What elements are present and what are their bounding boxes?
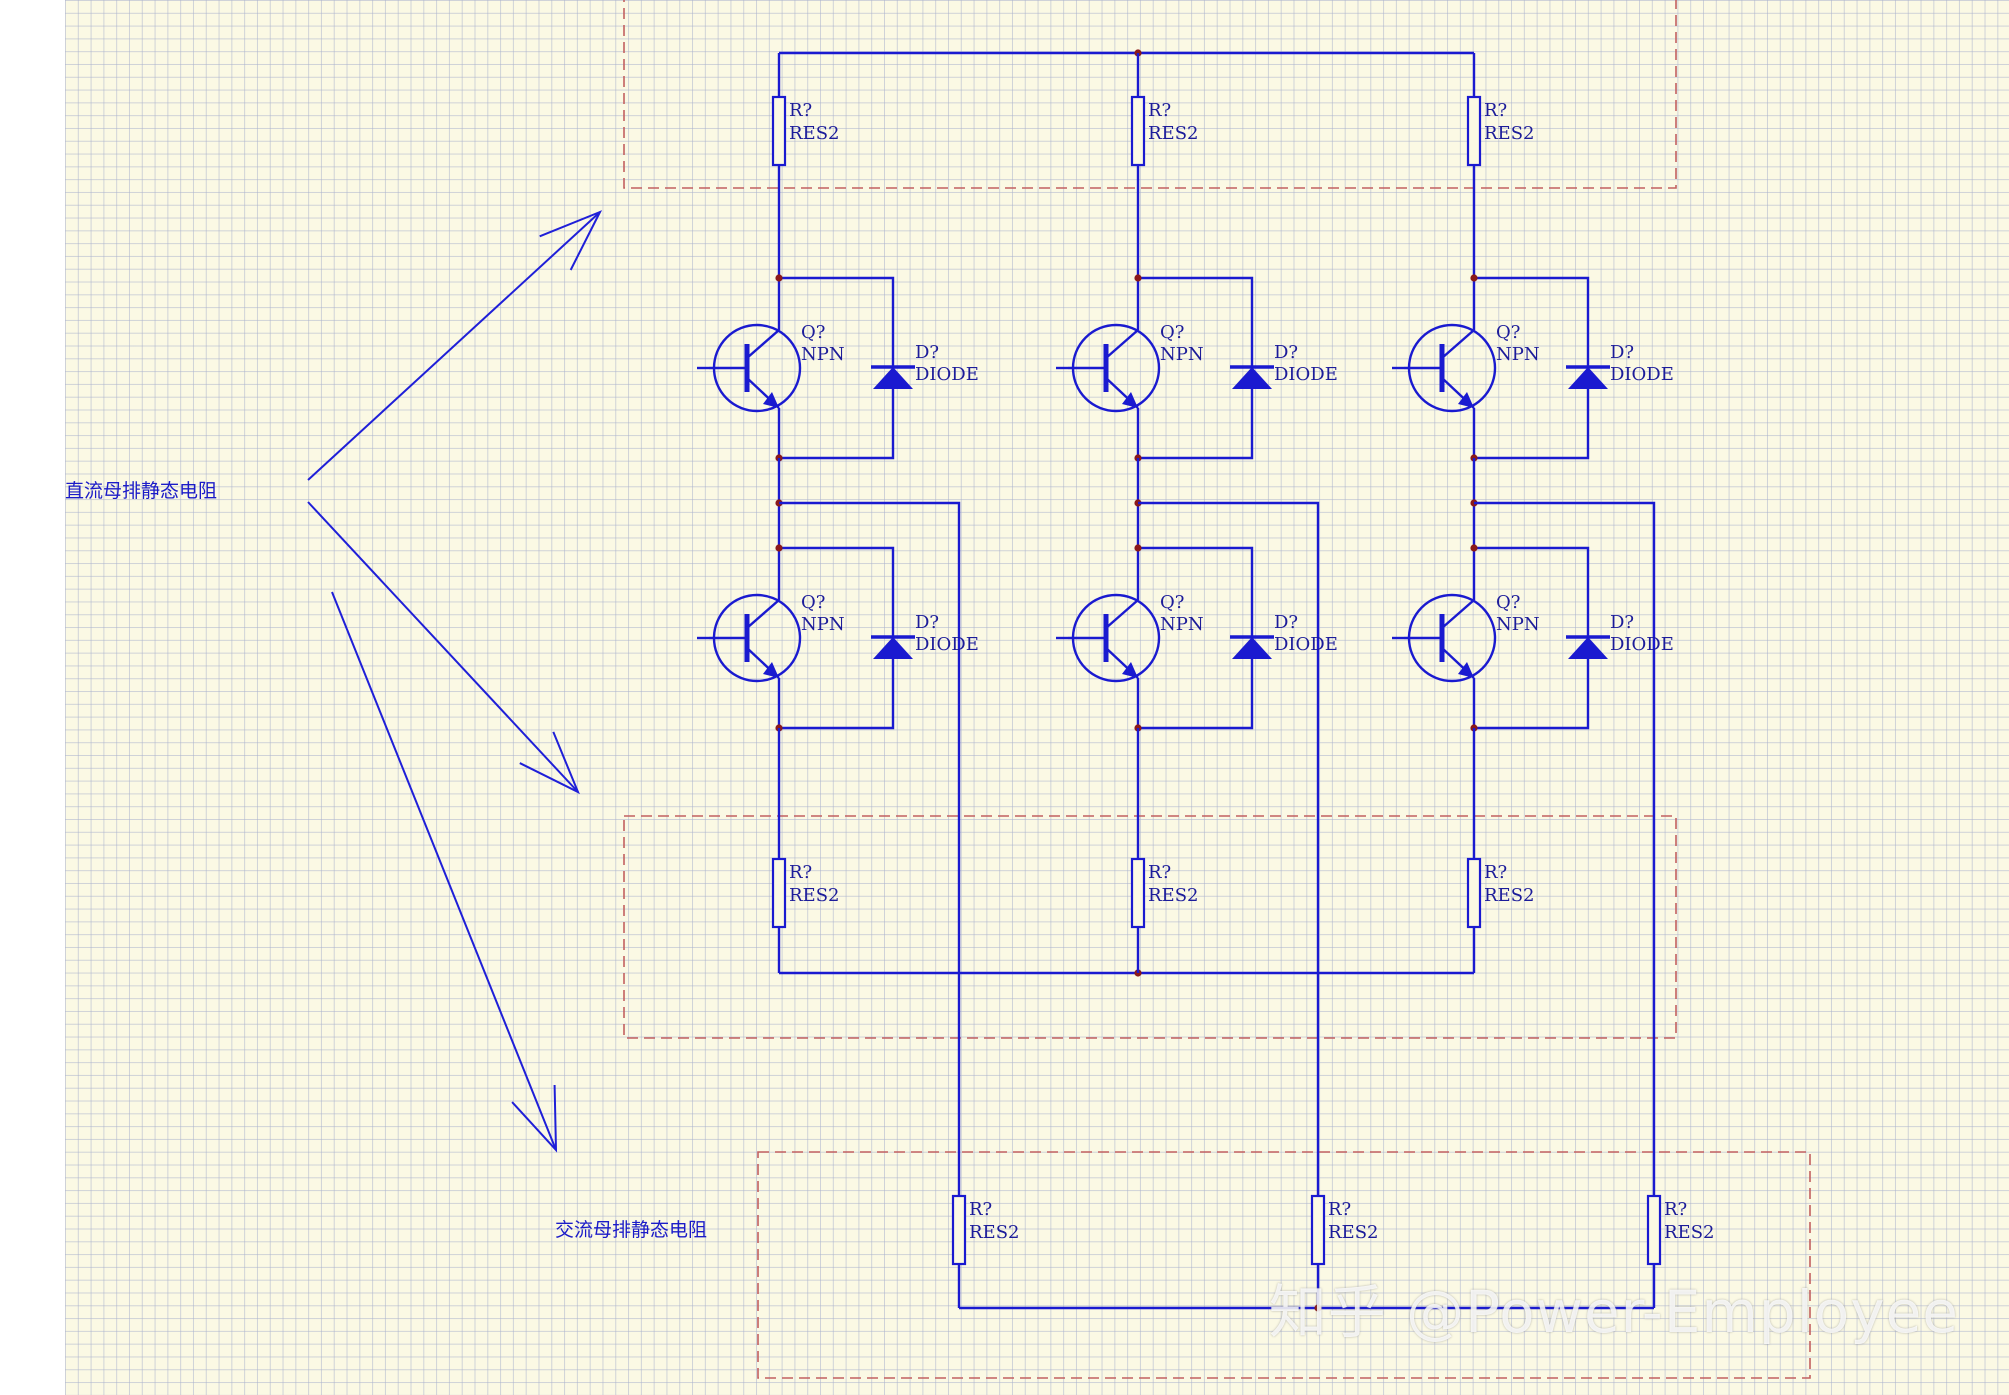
- transistor-collector: [1441, 599, 1475, 629]
- diode-value-label: DIODE: [915, 364, 979, 385]
- diode-value-label: DIODE: [1610, 364, 1674, 385]
- wire: [1474, 501, 1656, 1308]
- transistor-ref-label: Q?: [801, 592, 825, 613]
- arrow-shaft: [307, 501, 579, 793]
- transistor-collector: [746, 599, 780, 629]
- resistor: [771, 857, 787, 929]
- diode-triangle: [873, 637, 913, 659]
- diode-value-label: DIODE: [1274, 634, 1338, 655]
- diode-ref-label: D?: [1274, 342, 1298, 363]
- resistor-value-label: RES2: [1484, 123, 1534, 144]
- resistor-value-label: RES2: [1328, 1222, 1378, 1243]
- diode-triangle: [1568, 367, 1608, 389]
- arrow-shaft: [307, 211, 601, 481]
- diode-value-label: DIODE: [915, 634, 979, 655]
- transistor-value-label: NPN: [1160, 614, 1204, 635]
- emitter-arrow: [1122, 662, 1138, 678]
- resistor: [1310, 1194, 1326, 1266]
- resistor-ref-label: R?: [789, 862, 812, 883]
- transistor-ref-label: Q?: [1496, 592, 1520, 613]
- emitter-arrow: [1122, 392, 1138, 408]
- resistor-value-label: RES2: [1148, 123, 1198, 144]
- resistor-ref-label: R?: [1484, 862, 1507, 883]
- dc-lower-resistor-region: [623, 815, 1677, 1039]
- transistor-collector: [1105, 329, 1139, 359]
- ac-bus-resistance-label: 交流母排静态电阻: [555, 1219, 708, 1241]
- resistor: [1646, 1194, 1662, 1266]
- transistor-collector: [1105, 599, 1139, 629]
- resistor-value-label: RES2: [1484, 885, 1534, 906]
- arrow-to-ac-region: [331, 591, 558, 1153]
- resistor: [1130, 857, 1146, 929]
- junction-dot: [775, 544, 783, 552]
- transistor-value-label: NPN: [801, 614, 845, 635]
- junction-dot: [1134, 544, 1142, 552]
- arrow-shaft: [331, 591, 557, 1151]
- diode-value-label: DIODE: [1610, 634, 1674, 655]
- diode-ref-label: D?: [1610, 612, 1634, 633]
- resistor-value-label: RES2: [1148, 885, 1198, 906]
- transistor-ref-label: Q?: [801, 322, 825, 343]
- diode-ref-label: D?: [1610, 342, 1634, 363]
- junction-dot: [1314, 1304, 1322, 1312]
- wire: [1138, 501, 1320, 1308]
- resistor-ref-label: R?: [1664, 1199, 1687, 1220]
- wire: [779, 501, 961, 1308]
- diode-ref-label: D?: [915, 342, 939, 363]
- resistor-ref-label: R?: [789, 100, 812, 121]
- transistor-ref-label: Q?: [1160, 592, 1184, 613]
- transistor-ref-label: Q?: [1496, 322, 1520, 343]
- transistor-value-label: NPN: [1496, 614, 1540, 635]
- diode-ref-label: D?: [915, 612, 939, 633]
- emitter-arrow: [763, 392, 779, 408]
- transistor-value-label: NPN: [1496, 344, 1540, 365]
- resistor-ref-label: R?: [1148, 100, 1171, 121]
- resistor-ref-label: R?: [1148, 862, 1171, 883]
- diode-triangle: [1568, 637, 1608, 659]
- resistor: [1466, 95, 1482, 167]
- resistor-ref-label: R?: [969, 1199, 992, 1220]
- diode-value-label: DIODE: [1274, 364, 1338, 385]
- resistor-value-label: RES2: [789, 885, 839, 906]
- diode-triangle: [873, 367, 913, 389]
- arrow-head: [511, 1084, 558, 1153]
- resistor: [771, 95, 787, 167]
- diode-triangle: [1232, 367, 1272, 389]
- arrow-head: [519, 731, 580, 795]
- resistor: [951, 1194, 967, 1266]
- emitter-arrow: [763, 662, 779, 678]
- watermark: 知乎 @Power-Employee: [1268, 1278, 1959, 1346]
- diode-triangle: [1232, 637, 1272, 659]
- resistor-value-label: RES2: [789, 123, 839, 144]
- resistor-value-label: RES2: [969, 1222, 1019, 1243]
- arrow-head: [539, 210, 603, 271]
- emitter-arrow: [1458, 392, 1474, 408]
- junction-dot: [1470, 544, 1478, 552]
- emitter-arrow: [1458, 662, 1474, 678]
- resistor: [1466, 857, 1482, 929]
- transistor-value-label: NPN: [801, 344, 845, 365]
- junction-dot: [1134, 274, 1142, 282]
- junction-dot: [1470, 274, 1478, 282]
- diode-ref-label: D?: [1274, 612, 1298, 633]
- transistor-collector: [746, 329, 780, 359]
- arrow-to-lower-region: [307, 501, 580, 795]
- transistor-ref-label: Q?: [1160, 322, 1184, 343]
- transistor-value-label: NPN: [1160, 344, 1204, 365]
- schematic-sheet: [65, 0, 2009, 1395]
- resistor-value-label: RES2: [1664, 1222, 1714, 1243]
- dc-bus-resistance-label: 直流母排静态电阻: [65, 480, 218, 502]
- ac-resistor-region: [757, 1151, 1811, 1379]
- junction-dot: [775, 274, 783, 282]
- arrow-to-upper-region: [307, 210, 603, 481]
- resistor: [1130, 95, 1146, 167]
- dc-upper-resistor-region: [623, 0, 1677, 189]
- transistor-collector: [1441, 329, 1475, 359]
- resistor-ref-label: R?: [1328, 1199, 1351, 1220]
- resistor-ref-label: R?: [1484, 100, 1507, 121]
